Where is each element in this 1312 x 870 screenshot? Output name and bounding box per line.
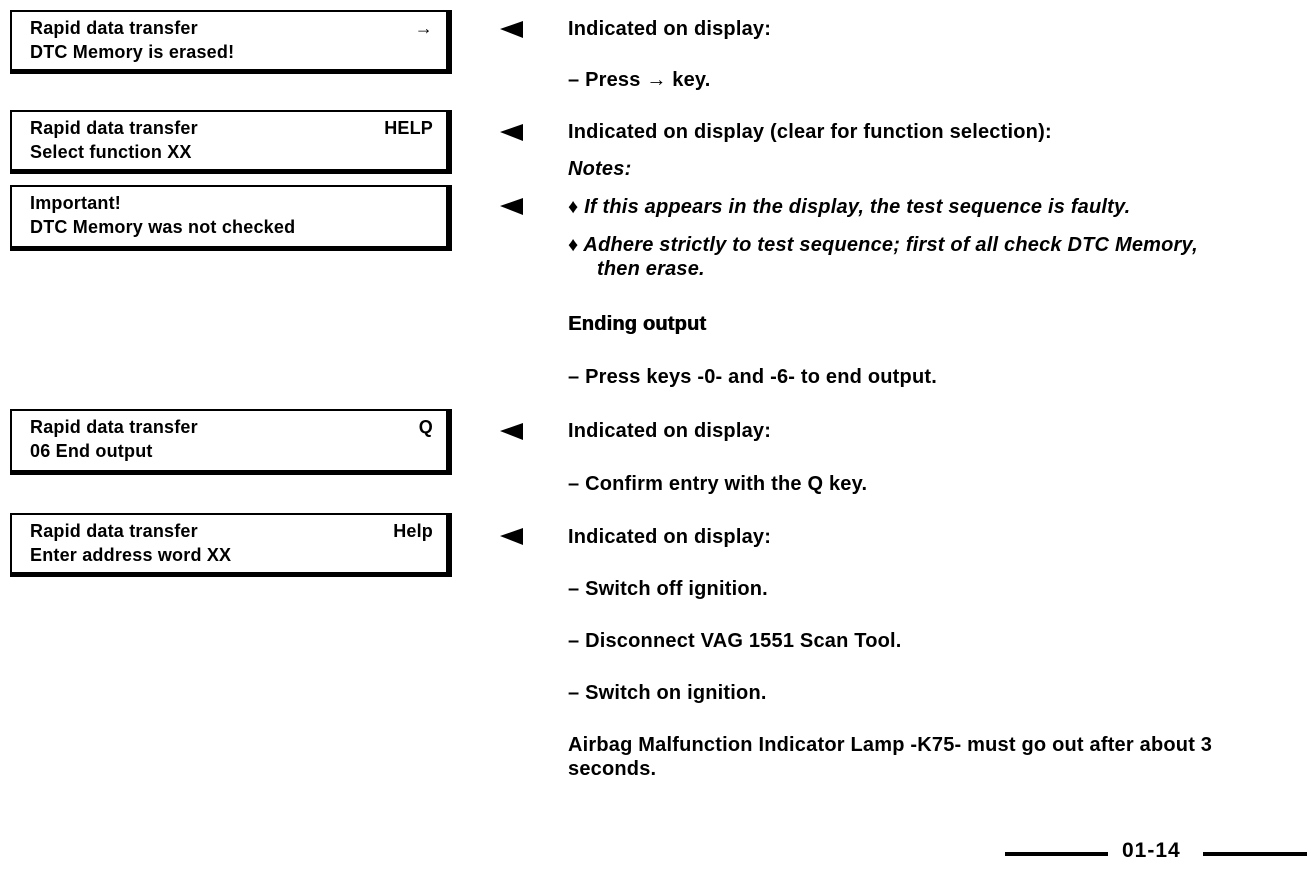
indicated-on-display-text: Indicated on display (clear for function… <box>568 121 1052 143</box>
display-line2: DTC Memory was not checked <box>30 217 296 237</box>
display-box-enter-address: Rapid data transfer Help Enter address w… <box>10 513 452 577</box>
indicated-on-display-text: Indicated on display: <box>568 526 772 548</box>
display-box-end-output: Rapid data transfer Q 06 End output <box>10 409 452 475</box>
display-box-select-function: Rapid data transfer HELP Select function… <box>10 110 452 174</box>
display-line2: Select function XX <box>30 142 192 162</box>
left-arrow-marker-icon <box>500 21 523 38</box>
display-line1: Rapid data transfer <box>30 18 198 38</box>
note-test-sequence-faulty: ♦ If this appears in the display, the te… <box>568 196 1131 218</box>
footer-rule-right <box>1203 852 1307 856</box>
indicated-on-display-text: Indicated on display: <box>568 420 772 442</box>
step-press-keys-0-6: – Press keys -0- and -6- to end output. <box>568 366 937 388</box>
display-line2: 06 End output <box>30 441 153 461</box>
display-key-arrow: → <box>414 18 433 38</box>
left-arrow-marker-icon <box>500 198 523 215</box>
display-box-dtc-erased: Rapid data transfer → DTC Memory is eras… <box>10 10 452 74</box>
closing-note-k75-lamp: Airbag Malfunction Indicator Lamp -K75- … <box>568 734 1213 780</box>
notes-label: Notes: <box>568 158 632 180</box>
indicated-on-display-text: Indicated on display: <box>568 18 772 40</box>
display-line1: Rapid data transfer <box>30 521 198 541</box>
display-key-help: HELP <box>384 118 433 138</box>
left-arrow-marker-icon <box>500 124 523 141</box>
display-line1: Rapid data transfer <box>30 118 198 138</box>
step-switch-on-ignition: – Switch on ignition. <box>568 682 767 704</box>
step-confirm-q-key: – Confirm entry with the Q key. <box>568 473 868 495</box>
step-press-arrow-key: – Press → key. <box>568 69 711 91</box>
ending-output-heading: Ending output <box>568 313 707 335</box>
page-number: 01-14 <box>1122 839 1181 862</box>
display-key-q: Q <box>418 417 433 437</box>
display-line2: Enter address word XX <box>30 545 232 565</box>
step-switch-off-ignition: – Switch off ignition. <box>568 578 768 600</box>
note-adhere-test-sequence: ♦ Adhere strictly to test sequence; firs… <box>568 234 1198 280</box>
left-arrow-marker-icon <box>500 423 523 440</box>
left-arrow-marker-icon <box>500 528 523 545</box>
step-disconnect-scan-tool: – Disconnect VAG 1551 Scan Tool. <box>568 630 902 652</box>
display-box-important: Important! DTC Memory was not checked <box>10 185 452 251</box>
footer-rule-left <box>1005 852 1108 856</box>
display-key-help2: Help <box>393 521 433 541</box>
display-line1: Important! <box>30 193 121 213</box>
display-line2: DTC Memory is erased! <box>30 42 235 62</box>
display-line1: Rapid data transfer <box>30 417 198 437</box>
